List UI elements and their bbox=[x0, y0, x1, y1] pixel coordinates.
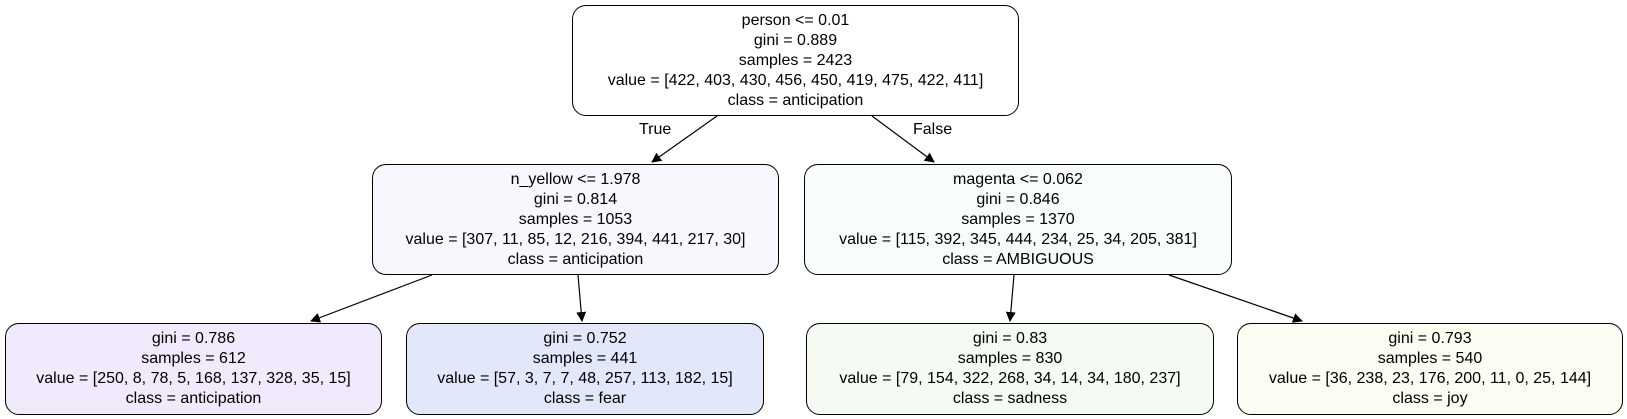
node-class: class = fear bbox=[543, 390, 627, 407]
edge-root-right bbox=[871, 115, 935, 163]
node-value: value = [57, 3, 7, 7, 48, 257, 113, 182,… bbox=[437, 370, 733, 387]
node-value: value = [79, 154, 322, 268, 34, 14, 34, … bbox=[839, 370, 1181, 387]
node-class: class = anticipation bbox=[125, 390, 262, 407]
node-split-rule: person <= 0.01 bbox=[741, 11, 850, 29]
tree-node-root: person <= 0.01 gini = 0.889 samples = 24… bbox=[572, 5, 1019, 116]
tree-node-right: magenta <= 0.062 gini = 0.846 samples = … bbox=[804, 164, 1232, 275]
node-class: class = sadness bbox=[952, 390, 1068, 407]
node-class: class = anticipation bbox=[507, 250, 644, 268]
tree-leaf-left-left: gini = 0.786 samples = 612 value = [250,… bbox=[5, 323, 382, 415]
edge-label-true: True bbox=[639, 121, 672, 138]
node-samples: samples = 1053 bbox=[518, 210, 633, 228]
edge-label-false: False bbox=[913, 121, 953, 138]
node-split-rule: magenta <= 0.062 bbox=[953, 170, 1083, 188]
node-value: value = [115, 392, 345, 444, 234, 25, 34… bbox=[839, 230, 1197, 248]
node-samples: samples = 540 bbox=[1377, 350, 1483, 367]
edge-right-rl bbox=[1005, 274, 1016, 322]
edge-left-ll bbox=[310, 274, 433, 323]
node-gini: gini = 0.752 bbox=[543, 330, 627, 347]
node-class: class = joy bbox=[1392, 390, 1468, 407]
edge-root-left bbox=[651, 115, 718, 163]
node-value: value = [250, 8, 78, 5, 168, 137, 328, 3… bbox=[36, 370, 351, 387]
node-samples: samples = 1370 bbox=[961, 210, 1075, 228]
node-class: class = anticipation bbox=[727, 91, 864, 109]
node-gini: gini = 0.889 bbox=[753, 31, 838, 49]
node-samples: samples = 2423 bbox=[738, 51, 853, 69]
node-value: value = [307, 11, 85, 12, 216, 394, 441,… bbox=[405, 230, 746, 248]
node-class: class = AMBIGUOUS bbox=[942, 250, 1094, 268]
node-split-rule: n_yellow <= 1.978 bbox=[510, 170, 641, 188]
edge-left-lr bbox=[576, 274, 587, 322]
node-samples: samples = 612 bbox=[141, 350, 246, 367]
node-gini: gini = 0.846 bbox=[976, 190, 1060, 208]
node-samples: samples = 830 bbox=[957, 350, 1063, 367]
node-gini: gini = 0.786 bbox=[151, 330, 236, 347]
tree-leaf-left-right: gini = 0.752 samples = 441 value = [57, … bbox=[406, 323, 764, 415]
tree-leaf-right-right: gini = 0.793 samples = 540 value = [36, … bbox=[1237, 323, 1623, 415]
node-gini: gini = 0.83 bbox=[972, 330, 1048, 347]
node-gini: gini = 0.793 bbox=[1388, 330, 1472, 347]
edge-right-rr bbox=[1168, 274, 1303, 323]
node-gini: gini = 0.814 bbox=[533, 190, 618, 208]
tree-leaf-right-left: gini = 0.83 samples = 830 value = [79, 1… bbox=[806, 323, 1214, 415]
tree-node-left: n_yellow <= 1.978 gini = 0.814 samples =… bbox=[372, 164, 779, 275]
node-samples: samples = 441 bbox=[532, 350, 638, 367]
node-value: value = [422, 403, 430, 456, 450, 419, 4… bbox=[607, 71, 984, 89]
node-value: value = [36, 238, 23, 176, 200, 11, 0, 2… bbox=[1268, 370, 1592, 387]
